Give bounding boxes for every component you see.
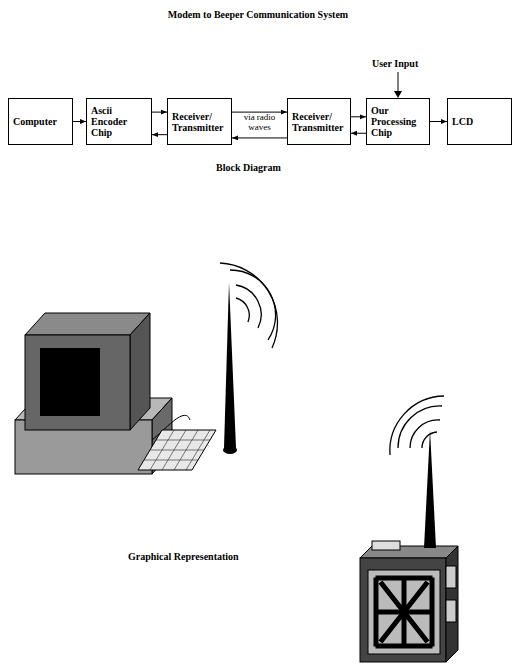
diagram-label: Block Diagram <box>216 162 281 173</box>
process-box: Ascii Encoder Chip <box>86 98 152 145</box>
box-label: Ascii Encoder Chip <box>91 105 147 138</box>
diagram-title: Modem to Beeper Communication System <box>0 9 516 20</box>
process-box: Receiver/ Transmitter <box>167 98 232 145</box>
box-label: Receiver/ Transmitter <box>172 111 227 133</box>
edge-label: via radio waves <box>236 112 284 132</box>
beeper-illustration <box>360 396 458 662</box>
process-box: LCD <box>447 98 512 145</box>
box-label: Receiver/ Transmitter <box>292 111 346 133</box>
diagram-label: User Input <box>372 58 418 69</box>
input-arrow <box>398 72 399 94</box>
input-arrow-head <box>394 91 402 98</box>
connector-arrow <box>152 112 167 113</box>
connector-arrow <box>232 137 287 138</box>
box-label: Our Processing Chip <box>371 105 425 138</box>
process-box: Receiver/ Transmitter <box>287 98 351 145</box>
connector-arrow <box>152 134 167 135</box>
connector-arrow <box>351 133 366 134</box>
box-label: LCD <box>452 116 473 127</box>
diagram-label: Graphical Representation <box>128 551 239 562</box>
box-label: Computer <box>13 116 57 127</box>
process-box: Our Processing Chip <box>366 98 430 145</box>
connector-arrow <box>430 121 447 122</box>
computer-illustration <box>15 263 277 474</box>
connector-arrow <box>351 116 366 117</box>
process-box: Computer <box>8 98 73 145</box>
connector-arrow <box>73 121 86 122</box>
